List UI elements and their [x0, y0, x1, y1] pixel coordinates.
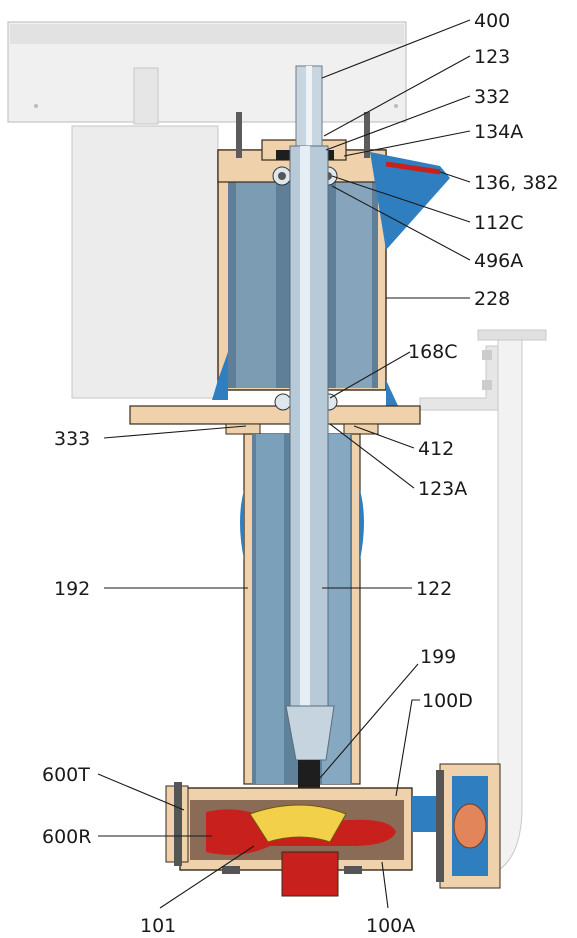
callout-134A: 134A: [474, 121, 523, 143]
callout-332: 332: [474, 86, 510, 108]
leader-332: [325, 95, 471, 151]
leader-168C: [329, 351, 411, 399]
leader-100A: [381, 861, 389, 909]
callout-199: 199: [420, 646, 456, 668]
leader-412: [353, 425, 415, 449]
leader-333: [103, 425, 247, 439]
callout-100A: 100A: [366, 915, 415, 937]
leader-400: [321, 19, 471, 79]
callout-192: 192: [54, 578, 90, 600]
callout-labels: 400 123 332 134A 136, 382 112C 496A 228 …: [42, 10, 559, 937]
callout-600R: 600R: [42, 826, 91, 848]
pump-casing: [165, 782, 413, 897]
leader-134A: [343, 130, 471, 157]
callout-100D: 100D: [422, 690, 473, 712]
callout-123: 123: [474, 46, 510, 68]
mounting-plate: [129, 393, 421, 435]
callout-123A: 123A: [418, 478, 467, 500]
leader-lines: [97, 19, 471, 909]
motor-housing: [7, 21, 407, 399]
leader-101: [159, 845, 255, 909]
callout-228: 228: [474, 288, 510, 310]
leader-123A: [329, 423, 415, 489]
leader-600T: [97, 773, 185, 811]
leader-123: [323, 55, 471, 137]
leader-100D: [395, 699, 420, 797]
shaft-122: [285, 65, 335, 800]
callout-496A: 496A: [474, 250, 523, 272]
callout-122: 122: [416, 578, 452, 600]
leader-112C: [331, 175, 471, 223]
leader-199: [319, 663, 419, 779]
callout-412: 412: [418, 438, 454, 460]
callout-600T: 600T: [42, 764, 90, 786]
callout-101: 101: [140, 915, 176, 937]
leader-496A: [331, 185, 471, 261]
callout-168C: 168C: [408, 341, 458, 363]
discharge-flange: [412, 763, 501, 889]
leader-136-382: [439, 171, 471, 183]
callout-136-382: 136, 382: [474, 172, 559, 194]
callout-112C: 112C: [474, 212, 524, 234]
bearing-housing-228: [212, 149, 450, 410]
callout-400: 400: [474, 10, 510, 32]
callout-333: 333: [54, 428, 90, 450]
